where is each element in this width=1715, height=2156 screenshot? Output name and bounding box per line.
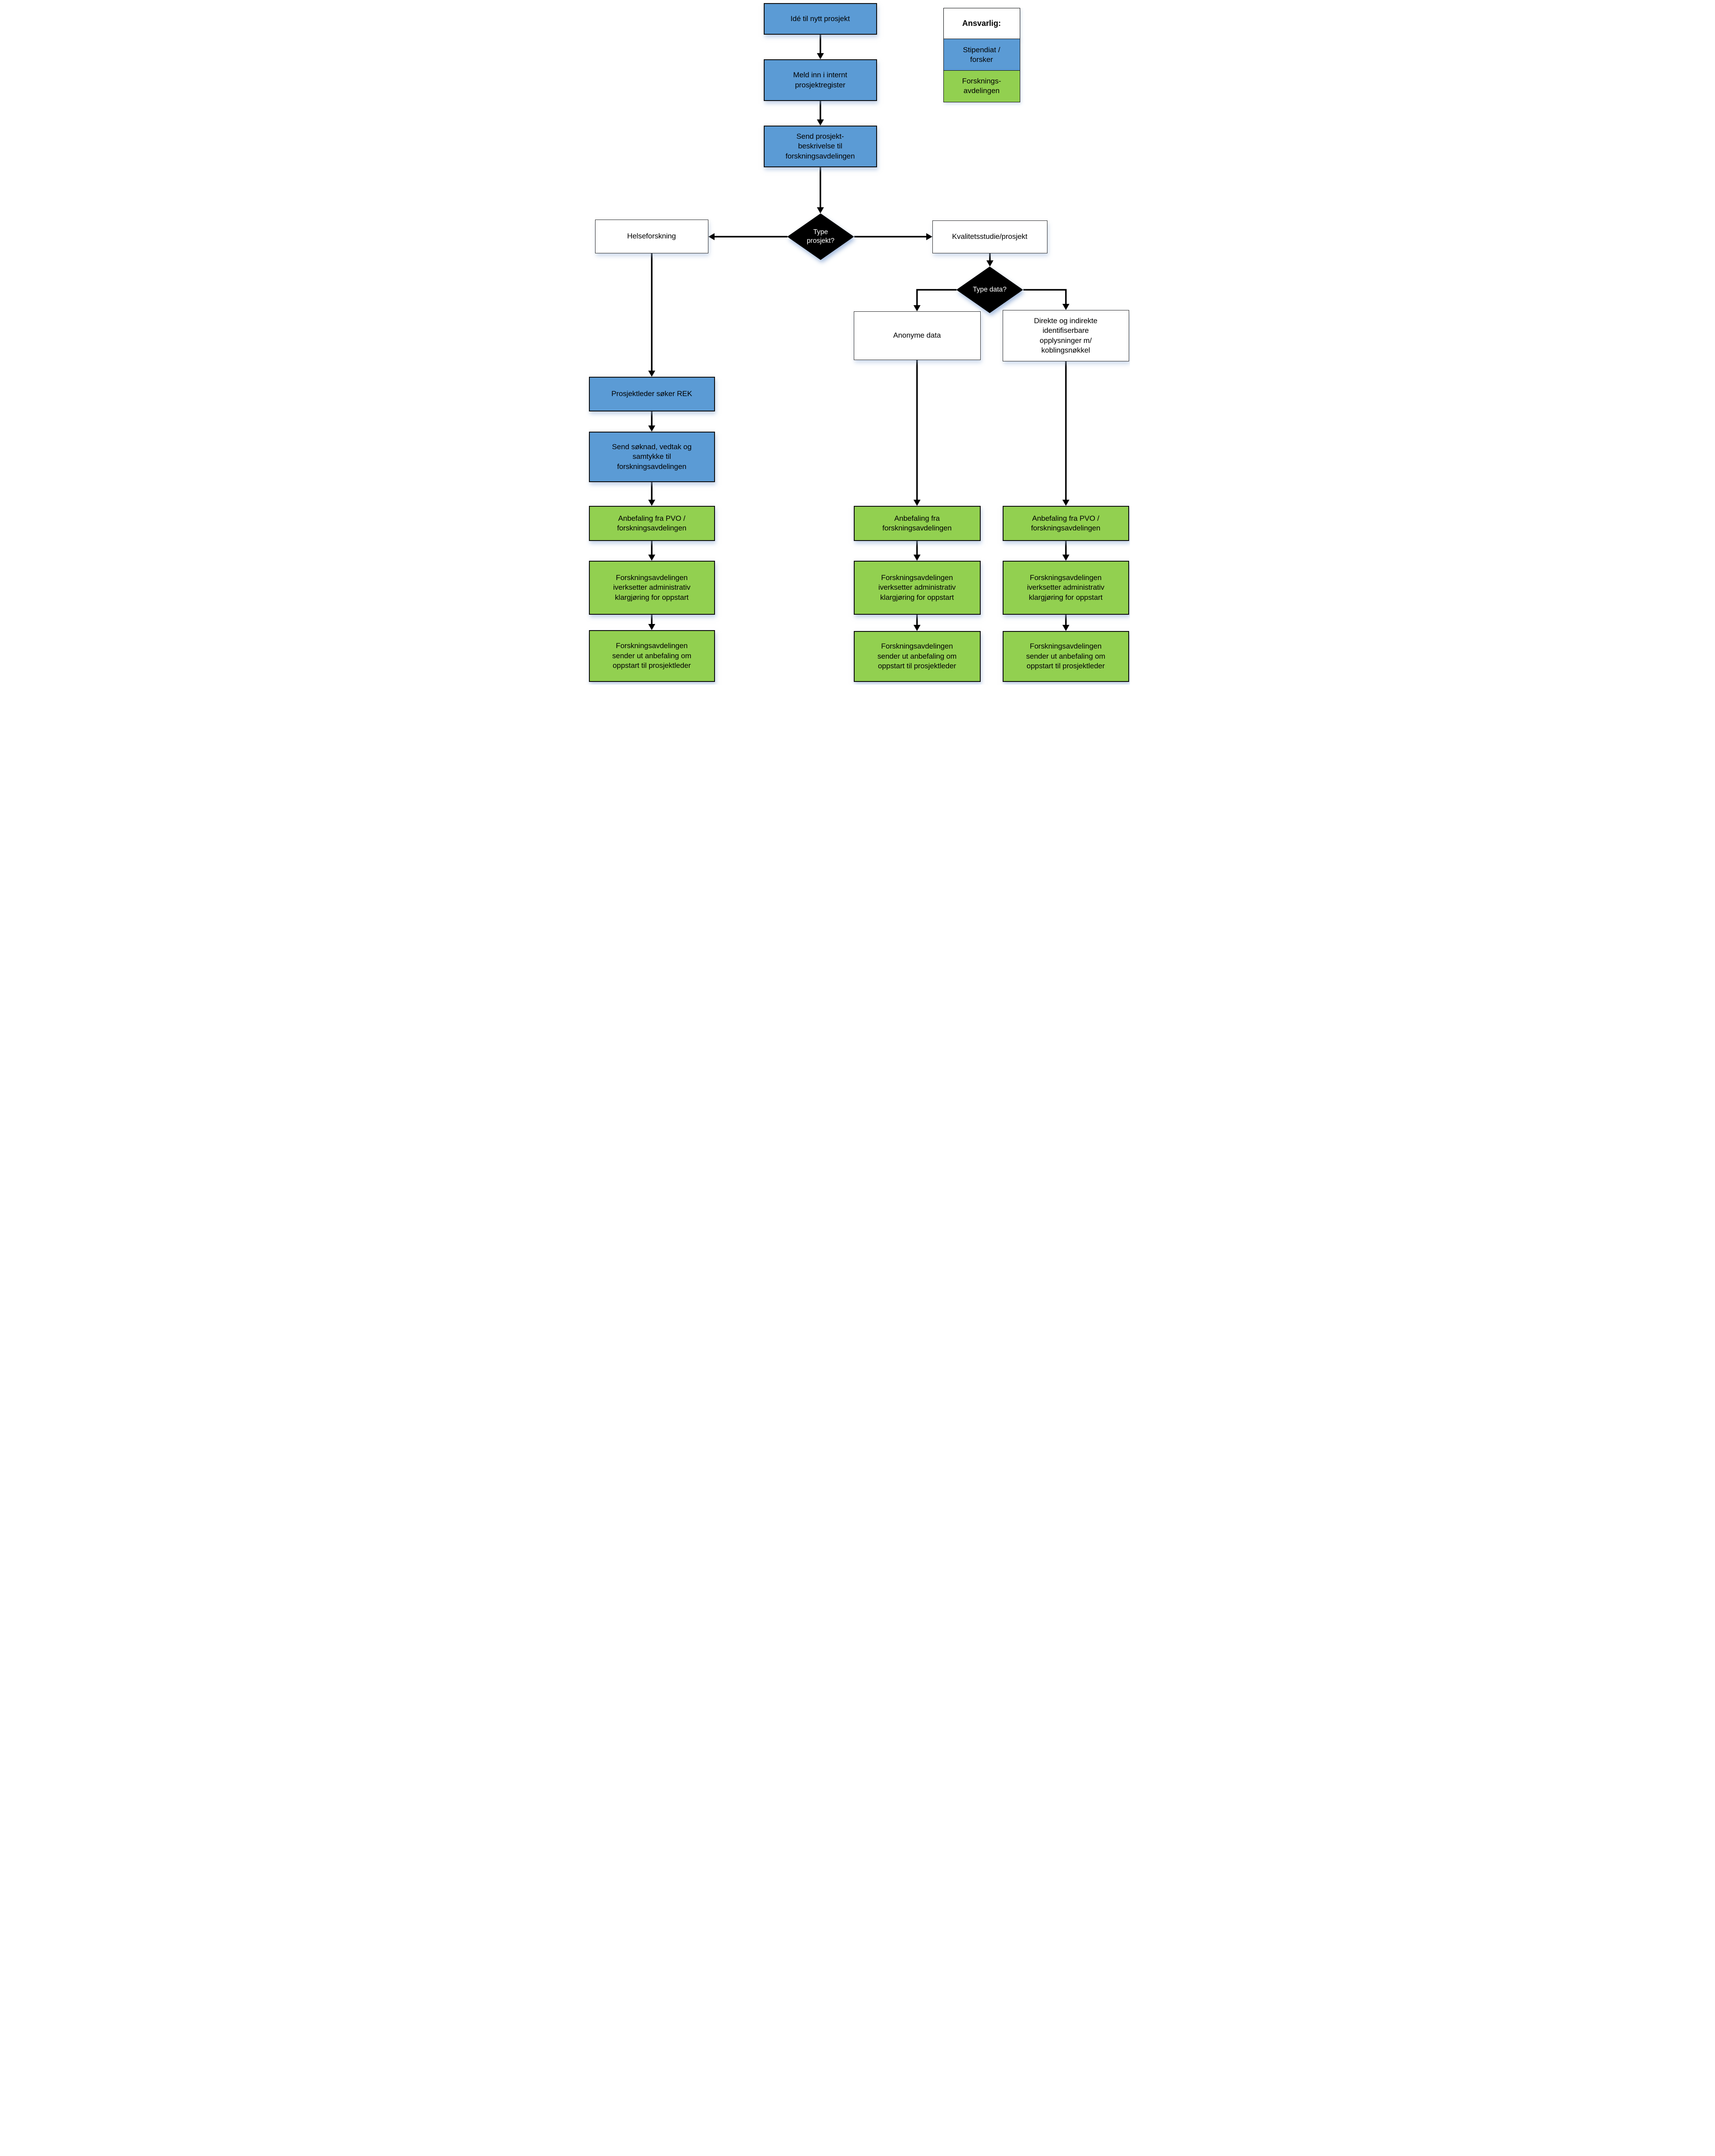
arrow-type-prosjekt-to-helseforskning — [708, 233, 787, 240]
arrow-kvalitetsstudie-to-type-data — [986, 253, 993, 267]
node-sender-ut-left: Forskningsavdelingen sender ut anbefalin… — [589, 630, 715, 682]
decision-type-data-label: Type data? — [956, 267, 1023, 313]
node-iverksetter-right: Forskningsavdelingen iverksetter adminis… — [1002, 561, 1129, 615]
node-anonyme-data: Anonyme data — [853, 311, 981, 360]
node-iverksetter-left: Forskningsavdelingen iverksetter adminis… — [589, 561, 715, 615]
arrow-iverksetter-to-sender-ut-right — [1062, 615, 1069, 631]
node-send-description: Send prosjekt- beskrivelse til forskning… — [763, 126, 877, 167]
node-anbefaling-pvo-left: Anbefaling fra PVO / forskningsavdelinge… — [589, 506, 715, 541]
node-iverksetter-mid: Forskningsavdelingen iverksetter adminis… — [853, 561, 981, 615]
arrow-anbefaling-to-iverksetter-right — [1062, 541, 1069, 561]
node-soker-rek: Prosjektleder søker REK — [589, 377, 715, 411]
decision-type-prosjekt-label: Type prosjekt? — [787, 213, 854, 260]
arrow-soker-rek-to-send-soknad — [648, 411, 655, 432]
legend: Ansvarlig: Stipendiat / forsker Forsknin… — [943, 8, 1020, 102]
arrow-anbefaling-to-iverksetter-left — [648, 541, 655, 561]
arrow-type-prosjekt-to-kvalitetsstudie — [854, 233, 932, 240]
arrow-send-description-to-type-prosjekt — [816, 167, 824, 213]
arrow-iverksetter-to-sender-ut-mid — [913, 615, 921, 631]
arrow-type-data-to-direkte-data — [1023, 289, 1069, 310]
node-direkte-data: Direkte og indirekte identifiserbare opp… — [1002, 310, 1129, 361]
node-register: Meld inn i internt prosjektregister — [763, 59, 877, 101]
node-helseforskning: Helseforskning — [595, 220, 708, 253]
node-anbefaling-fa-mid: Anbefaling fra forskningsavdelingen — [853, 506, 981, 541]
flowchart-canvas: Idé til nytt prosjekt Meld inn i internt… — [585, 0, 1130, 685]
decision-type-prosjekt: Type prosjekt? — [787, 213, 854, 260]
node-kvalitetsstudie: Kvalitetsstudie/prosjekt — [932, 220, 1047, 253]
node-idea: Idé til nytt prosjekt — [763, 3, 877, 35]
legend-item-forskningsavdelingen: Forsknings- avdelingen — [943, 70, 1020, 102]
arrow-type-data-to-anonyme-data — [913, 289, 957, 311]
node-send-soknad: Send søknad, vedtak og samtykke til fors… — [589, 432, 715, 482]
arrow-anbefaling-to-iverksetter-mid — [913, 541, 921, 561]
decision-type-data: Type data? — [956, 267, 1023, 313]
legend-title: Ansvarlig: — [943, 8, 1020, 40]
arrow-send-soknad-to-anbefaling-pvo-left — [648, 482, 655, 506]
arrow-helseforskning-to-soker-rek — [648, 253, 655, 377]
arrow-idea-to-register — [816, 35, 824, 59]
node-sender-ut-right: Forskningsavdelingen sender ut anbefalin… — [1002, 631, 1129, 682]
arrow-anonyme-data-to-anbefaling-fa — [913, 360, 921, 506]
arrow-register-to-send-description — [816, 101, 824, 126]
node-anbefaling-pvo-right: Anbefaling fra PVO / forskningsavdelinge… — [1002, 506, 1129, 541]
legend-item-stipendiat-forsker: Stipendiat / forsker — [943, 39, 1020, 71]
node-sender-ut-mid: Forskningsavdelingen sender ut anbefalin… — [853, 631, 981, 682]
arrow-direkte-data-to-anbefaling-pvo-right — [1062, 361, 1069, 506]
arrow-iverksetter-to-sender-ut-left — [648, 615, 655, 630]
